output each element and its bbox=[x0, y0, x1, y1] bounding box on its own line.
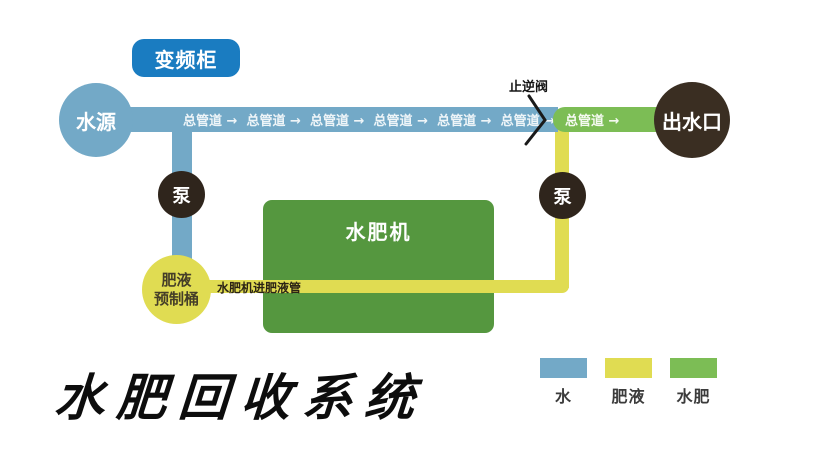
legend-label-mix: 水肥 bbox=[676, 387, 711, 406]
legend-item-fertilizer: 肥液 bbox=[605, 358, 652, 407]
legend-swatch-mix bbox=[670, 358, 717, 378]
pipe-segment-label: 总管道 → bbox=[246, 114, 301, 129]
pipe-segment-label: 总管道 → bbox=[183, 114, 238, 129]
frequency-cabinet: 变频柜 bbox=[132, 39, 240, 77]
check-valve-label: 止逆阀 bbox=[509, 80, 549, 95]
fertilizer-pipe-horizontal bbox=[202, 280, 569, 293]
barrel-label-line2: 预制桶 bbox=[153, 289, 199, 308]
pipe-segment-label: 总管道 → bbox=[437, 114, 492, 129]
pump-left-label: 泵 bbox=[172, 185, 191, 207]
main-pipe-segment-labels: 总管道 → 总管道 → 总管道 → 总管道 → 总管道 → 总管道 → bbox=[183, 107, 555, 132]
legend-label-fertilizer: 肥液 bbox=[611, 387, 646, 406]
legend: 水 肥液 水肥 bbox=[540, 358, 717, 407]
pump-right-node: 泵 bbox=[539, 172, 586, 219]
feed-pipe-label: 水肥机进肥液管 bbox=[217, 281, 302, 295]
water-source-node: 水源 bbox=[59, 83, 133, 157]
page-title: 水肥回收系统 bbox=[52, 368, 429, 427]
frequency-cabinet-label: 变频柜 bbox=[154, 47, 218, 72]
pipe-segment-label: 总管道 → bbox=[565, 114, 620, 129]
fertilizer-machine-box bbox=[263, 200, 494, 333]
legend-swatch-water bbox=[540, 358, 587, 378]
legend-item-mix: 水肥 bbox=[670, 358, 717, 407]
fertilizer-machine-label: 水肥机 bbox=[345, 220, 412, 244]
pump-right-label: 泵 bbox=[553, 186, 572, 208]
check-valve-icon bbox=[524, 94, 547, 146]
pump-left-node: 泵 bbox=[158, 171, 205, 218]
water-outlet-label: 出水口 bbox=[662, 109, 722, 134]
legend-item-water: 水 bbox=[540, 358, 587, 407]
main-water-pipe bbox=[94, 107, 558, 132]
water-outlet-node: 出水口 bbox=[654, 82, 730, 158]
legend-label-water: 水 bbox=[554, 387, 572, 406]
pipe-segment-label: 总管道 → bbox=[310, 114, 365, 129]
legend-swatch-fertilizer bbox=[605, 358, 652, 378]
water-source-label: 水源 bbox=[76, 109, 116, 134]
pipe-segment-label: 总管道 → bbox=[373, 114, 428, 129]
fertilizer-barrel-node: 肥液 预制桶 bbox=[142, 255, 211, 324]
barrel-label-line1: 肥液 bbox=[161, 270, 192, 289]
